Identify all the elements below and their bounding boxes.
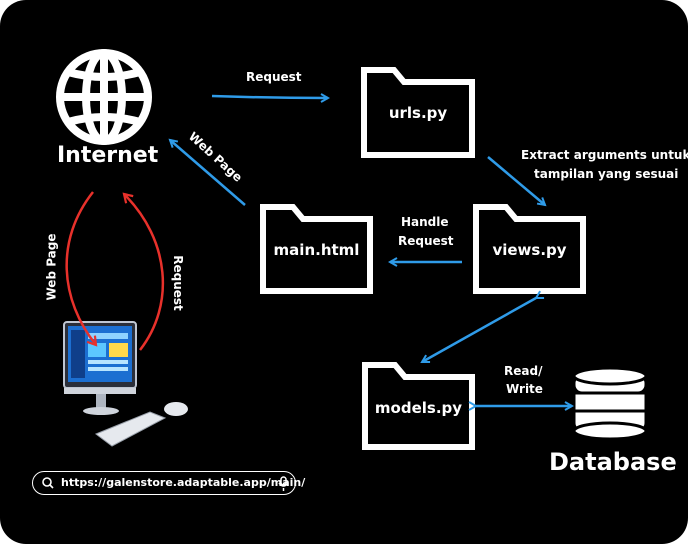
main-label: main.html <box>273 241 360 259</box>
edge-label-handle-line2: Request <box>398 234 454 248</box>
edge-label-web-page-left: Web Page <box>44 233 59 301</box>
views-label: views.py <box>492 241 567 259</box>
models-folder-icon <box>362 362 475 450</box>
globe-icon <box>56 49 152 145</box>
edge-label-extract-line2: tampilan yang sesuai <box>534 167 679 181</box>
arrow-views-models <box>422 298 536 364</box>
address-bar-url: https://galenstore.adaptable.app/main/ <box>61 476 306 489</box>
arrow-webpage-to-internet <box>170 140 246 206</box>
urls-folder-icon <box>361 67 475 158</box>
edge-label-request-left: Request <box>170 255 185 311</box>
database-label: Database <box>549 448 677 476</box>
urls-label: urls.py <box>388 104 448 122</box>
address-bar[interactable]: https://galenstore.adaptable.app/main/ <box>32 471 305 495</box>
computer-icon <box>63 321 188 447</box>
internet-label: Internet <box>57 143 159 168</box>
arrow-webpage-to-computer <box>65 191 98 347</box>
edge-label-request: Request <box>246 70 302 84</box>
edge-label-write: Write <box>506 382 543 396</box>
arrow-request-to-internet <box>122 192 165 351</box>
edge-label-handle-line1: Handle <box>401 215 449 229</box>
main-folder-icon <box>260 204 373 294</box>
edge-label-read: Read/ <box>504 364 543 378</box>
database-icon <box>572 366 648 441</box>
models-label: models.py <box>374 399 463 417</box>
edge-label-extract-line1: Extract arguments untuk <box>521 148 688 162</box>
arrow-urls-to-views <box>487 156 545 205</box>
arrow-request-to-urls <box>211 96 328 98</box>
